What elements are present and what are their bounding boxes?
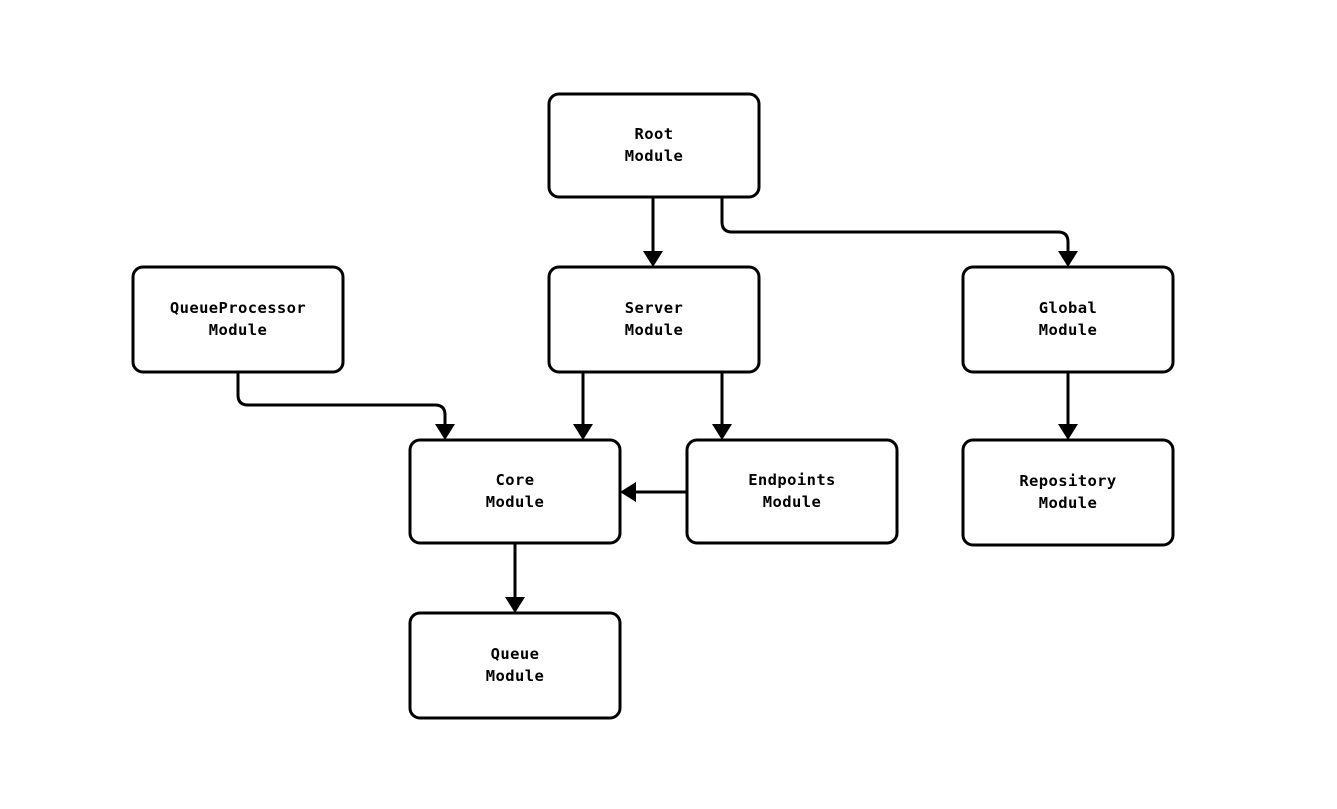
node-label-line1: Queue bbox=[491, 645, 540, 663]
node-label-line2: Module bbox=[625, 147, 683, 165]
edge-line bbox=[720, 197, 1070, 252]
node-box[interactable] bbox=[961, 438, 1175, 547]
arrowhead-icon bbox=[1058, 424, 1078, 440]
arrowhead-icon bbox=[643, 251, 663, 267]
node-label-line2: Module bbox=[486, 667, 544, 685]
node-box[interactable] bbox=[547, 265, 761, 374]
node-label-line1: Server bbox=[625, 299, 683, 317]
edge-global-to-repository bbox=[1058, 372, 1078, 440]
arrowhead-icon bbox=[620, 482, 636, 502]
node-label-line2: Module bbox=[1039, 494, 1097, 512]
edges-layer bbox=[236, 197, 1078, 613]
nodes-layer: RootModuleQueueProcessorModuleServerModu… bbox=[131, 92, 1175, 720]
node-box[interactable] bbox=[547, 92, 761, 199]
node-label-line1: Repository bbox=[1019, 472, 1116, 490]
arrowhead-icon bbox=[1058, 251, 1078, 267]
node-label-line2: Module bbox=[625, 321, 683, 339]
edge-line bbox=[236, 372, 447, 425]
node-box[interactable] bbox=[131, 265, 345, 374]
arrowhead-icon bbox=[505, 597, 525, 613]
edge-root-to-server bbox=[643, 197, 663, 267]
node-label-line2: Module bbox=[1039, 321, 1097, 339]
edge-root-to-global bbox=[720, 197, 1078, 267]
edge-server-to-core bbox=[573, 372, 593, 440]
node-box[interactable] bbox=[408, 438, 622, 545]
node-label-line2: Module bbox=[209, 321, 267, 339]
node-box[interactable] bbox=[961, 265, 1175, 374]
node-label-line2: Module bbox=[763, 493, 821, 511]
edge-server-to-endpoints bbox=[712, 372, 732, 440]
node-label-line1: Core bbox=[496, 471, 535, 489]
node-label-line1: Endpoints bbox=[748, 471, 836, 489]
node-box[interactable] bbox=[408, 611, 622, 720]
node-label-line2: Module bbox=[486, 493, 544, 511]
node-label-line1: Global bbox=[1039, 299, 1097, 317]
arrowhead-icon bbox=[435, 424, 455, 440]
edge-queueprocessor-to-core bbox=[236, 372, 455, 440]
arrowhead-icon bbox=[712, 424, 732, 440]
node-label-line1: QueueProcessor bbox=[170, 299, 306, 317]
edge-endpoints-to-core bbox=[620, 482, 687, 502]
node-box[interactable] bbox=[685, 438, 899, 545]
node-label-line1: Root bbox=[635, 125, 674, 143]
arrowhead-icon bbox=[573, 424, 593, 440]
edge-core-to-queue bbox=[505, 543, 525, 613]
